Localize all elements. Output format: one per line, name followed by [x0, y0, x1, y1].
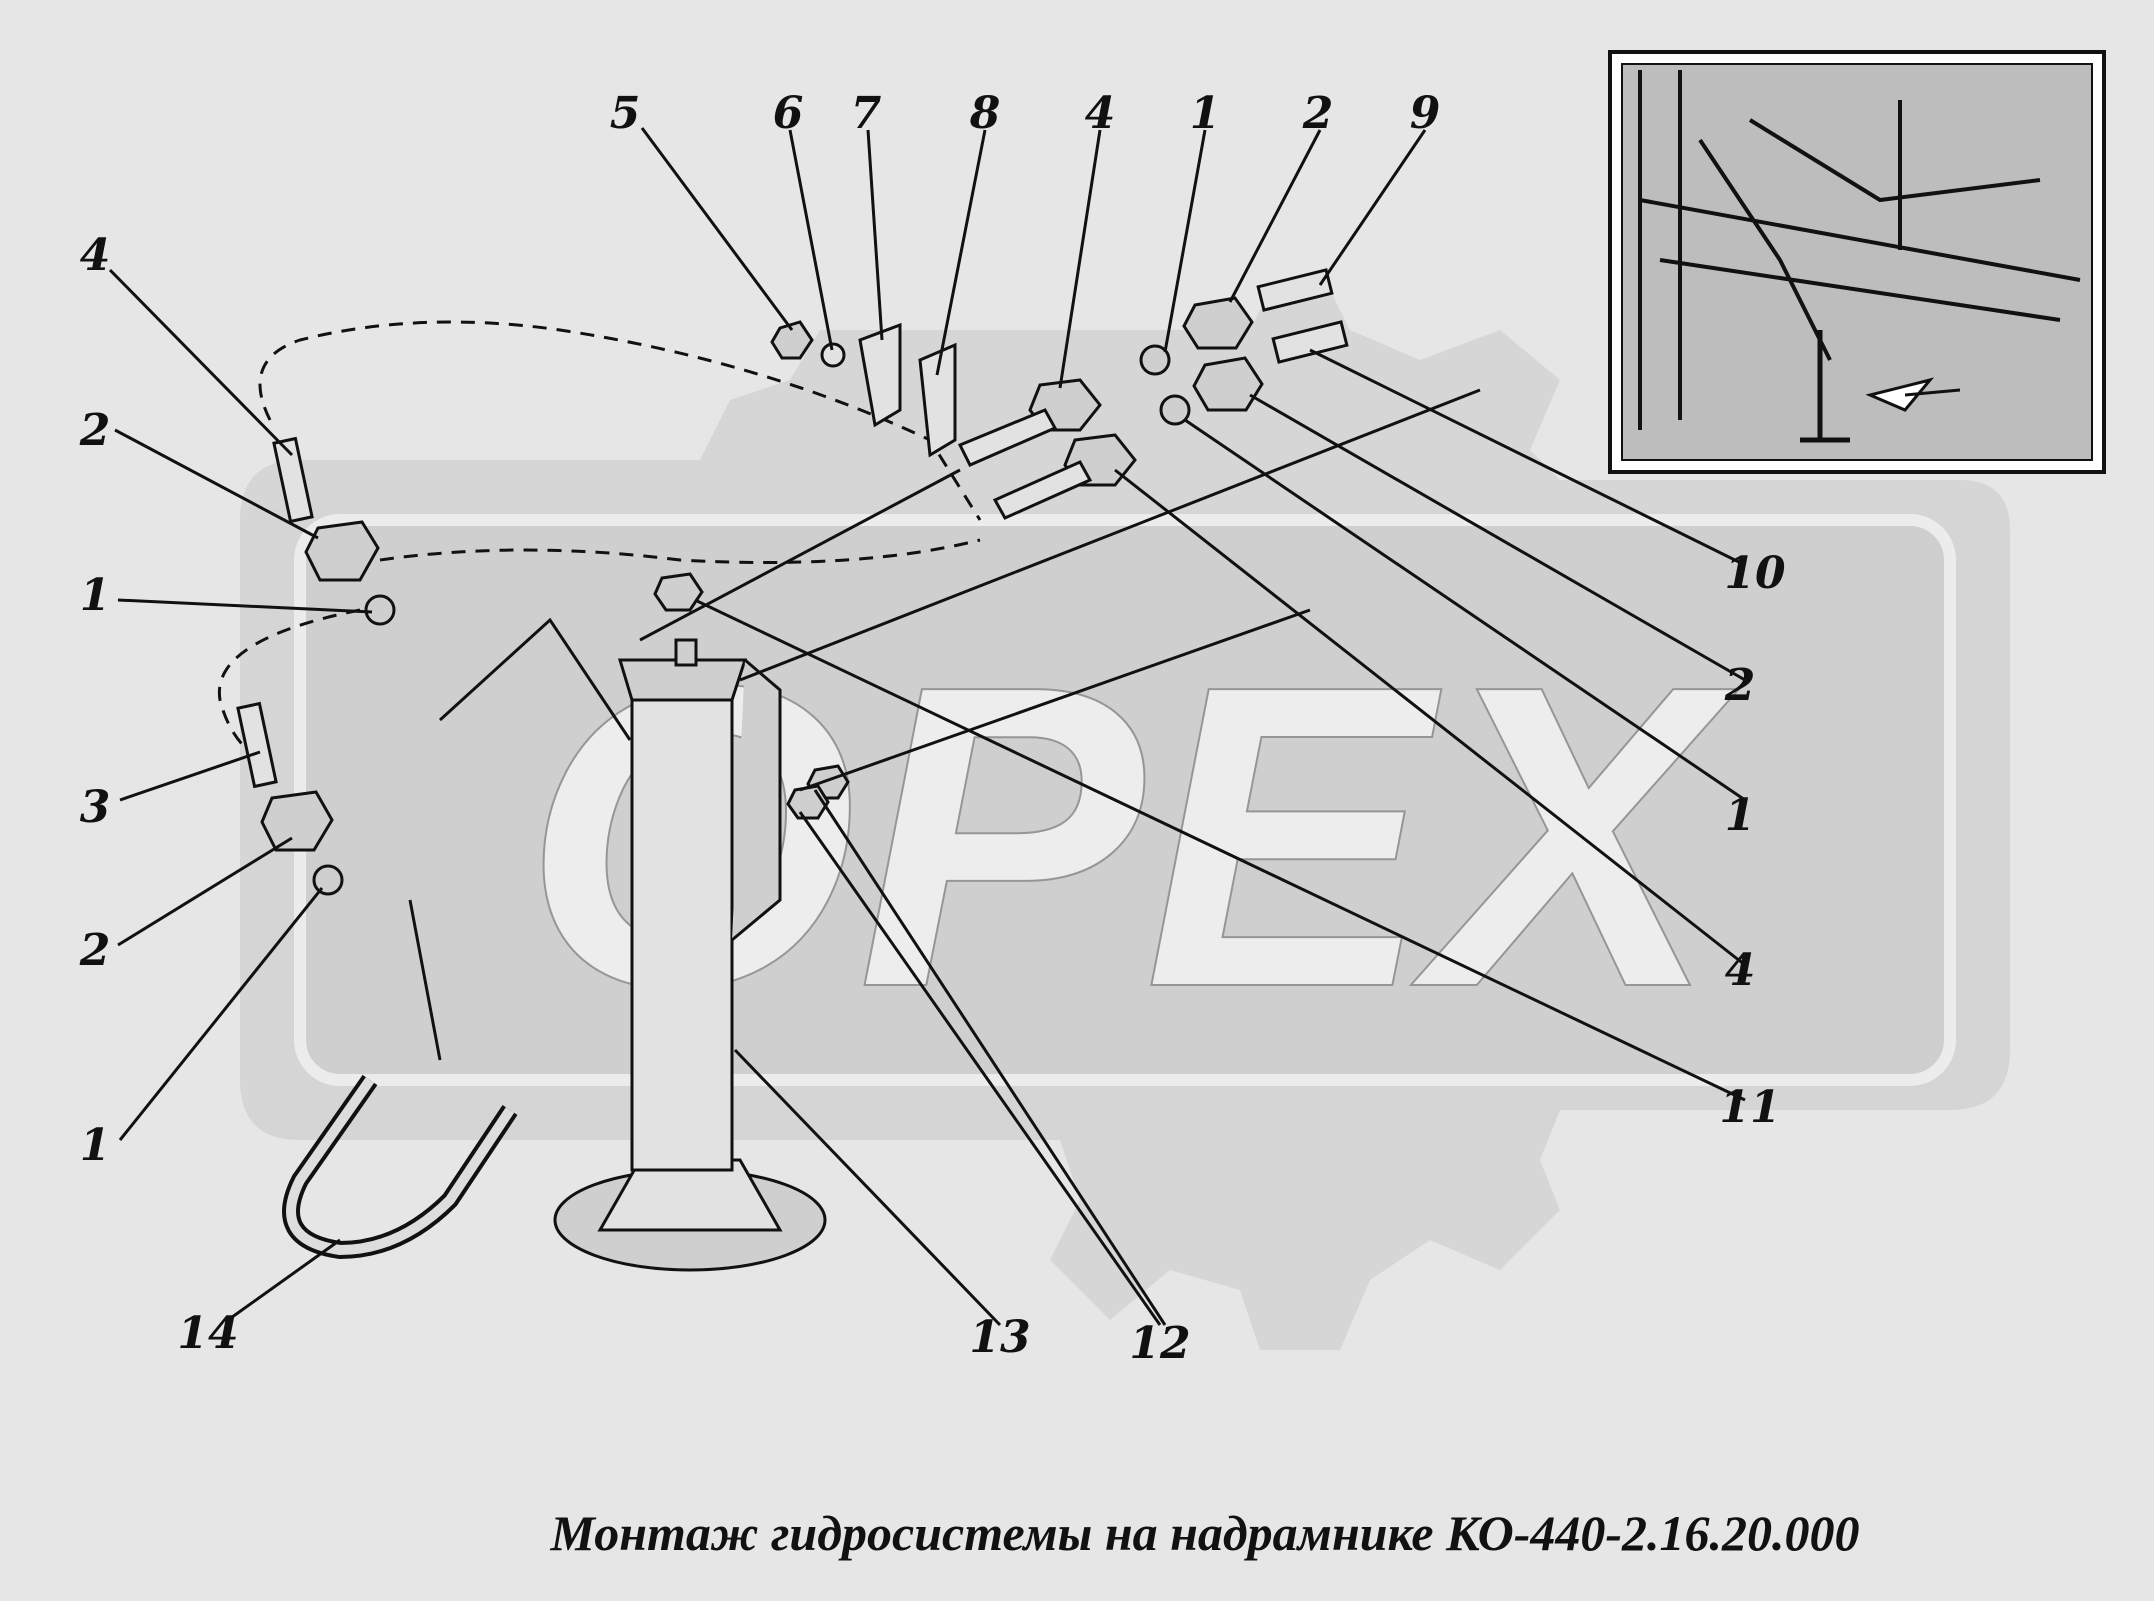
- callout-2: 2: [79, 925, 111, 976]
- callout-2: 2: [1302, 88, 1334, 139]
- nipple: [1159, 394, 1191, 426]
- callout-7: 7: [851, 88, 882, 139]
- callout-14: 14: [177, 1308, 238, 1359]
- callout-11: 11: [1719, 1082, 1780, 1133]
- callout-1: 1: [1190, 88, 1221, 139]
- callout-9: 9: [1410, 88, 1441, 139]
- callout-3: 3: [80, 782, 111, 833]
- tube-piece: [957, 408, 1093, 520]
- tube-piece: [1256, 268, 1334, 312]
- inset-arrow-icon: [1865, 377, 1961, 412]
- nipple: [312, 864, 344, 896]
- callout-5: 5: [610, 88, 641, 139]
- callout-12: 12: [1129, 1318, 1190, 1369]
- washer: [820, 342, 846, 368]
- hose-route: [258, 320, 982, 564]
- callout-1: 1: [1725, 790, 1756, 841]
- tube-piece: [236, 701, 278, 789]
- nut: [1192, 356, 1264, 412]
- hose-route: [217, 608, 361, 762]
- callout-13: 13: [969, 1312, 1030, 1363]
- nut: [304, 520, 380, 582]
- tube-piece: [272, 436, 314, 524]
- nut: [770, 320, 814, 360]
- nipple: [1139, 344, 1171, 376]
- callout-10: 10: [1724, 548, 1786, 599]
- support-jack: [553, 638, 827, 1272]
- callout-1: 1: [80, 570, 111, 621]
- callout-4: 4: [1725, 945, 1756, 996]
- assembly-guide: [408, 388, 1481, 1061]
- nut: [653, 572, 704, 612]
- tube-piece: [1271, 320, 1349, 364]
- nut: [1182, 296, 1254, 350]
- nut: [260, 790, 334, 852]
- callout-1: 1: [80, 1120, 111, 1171]
- callout-4: 4: [80, 230, 111, 281]
- callout-2: 2: [1724, 660, 1756, 711]
- nipple: [364, 594, 396, 626]
- callout-8: 8: [969, 88, 1001, 139]
- leader-lines: [108, 127, 1746, 1327]
- bracket-plate: [858, 322, 902, 428]
- callout-6: 6: [773, 88, 804, 139]
- callout-2: 2: [79, 405, 111, 456]
- figure-caption: Монтаж гидросистемы на надрамнике КО-440…: [549, 1505, 1859, 1561]
- inset-photo: [1608, 50, 2106, 474]
- callout-4: 4: [1085, 88, 1116, 139]
